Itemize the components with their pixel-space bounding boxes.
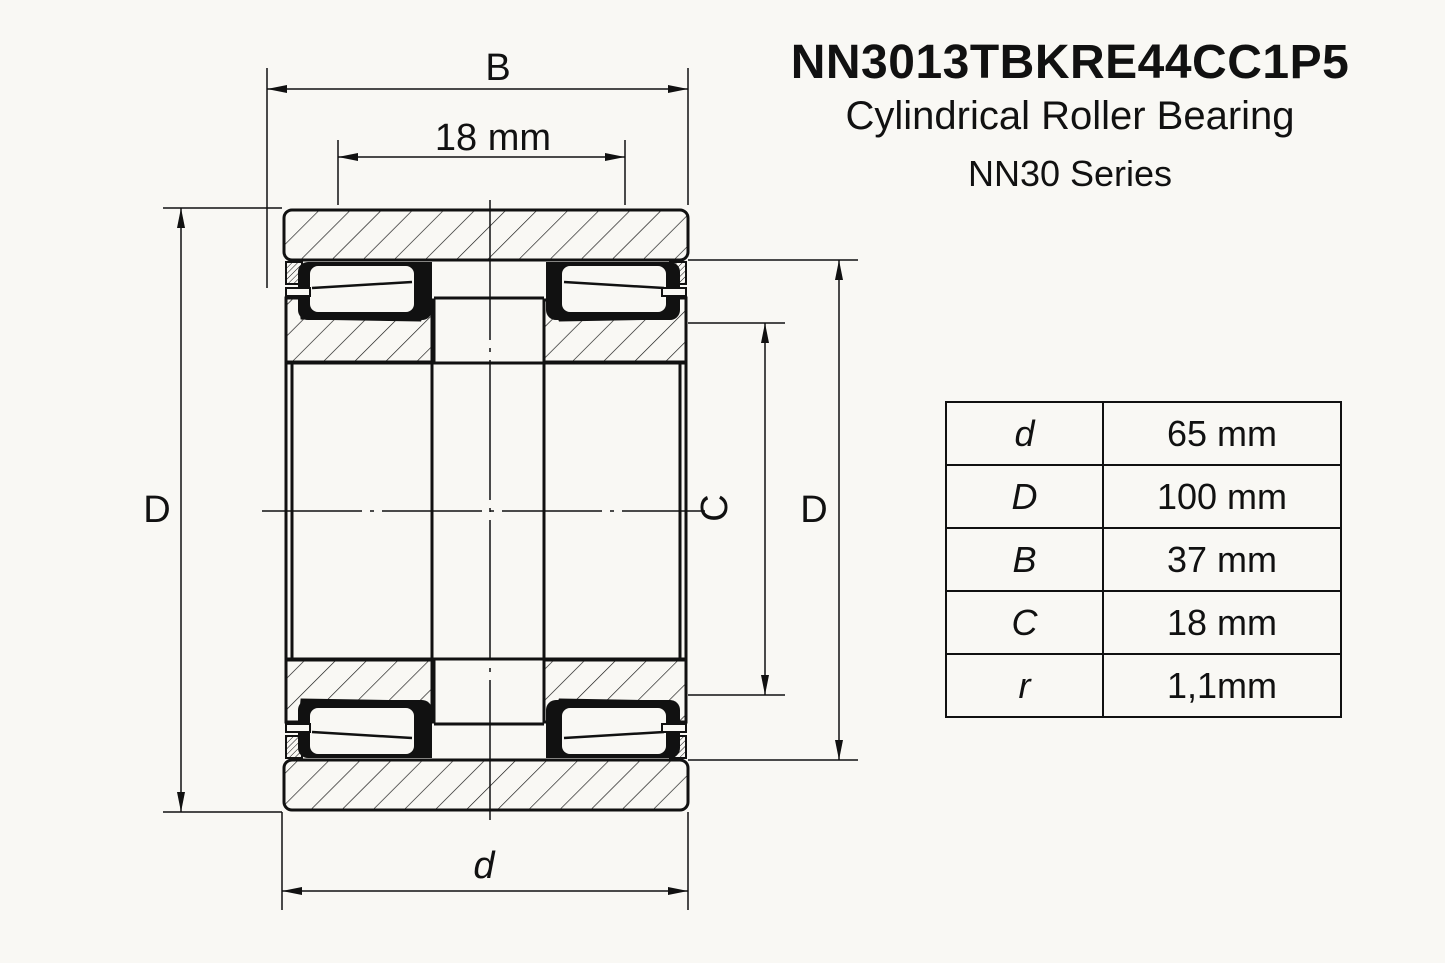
spec-value: 65 mm xyxy=(1102,401,1342,466)
spec-symbol: C xyxy=(945,590,1104,655)
dimension-D-right xyxy=(688,259,858,761)
table-row: d 65 mm xyxy=(945,401,1342,466)
dimension-d xyxy=(281,812,689,910)
table-row: r 1,1mm xyxy=(945,653,1342,718)
label-18mm: 18 mm xyxy=(435,117,551,159)
dimension-B xyxy=(266,68,689,288)
spec-value: 18 mm xyxy=(1102,590,1342,655)
bearing-series: NN30 Series xyxy=(967,153,1173,194)
roller-top-right xyxy=(546,262,680,320)
spec-table: d 65 mm D 100 mm B 37 mm C 18 mm r 1,1mm xyxy=(945,401,1342,718)
label-d: d xyxy=(473,845,496,887)
table-row: D 100 mm xyxy=(945,464,1342,529)
seal-elements xyxy=(285,261,687,759)
label-B: B xyxy=(485,47,510,89)
bearing-type: Cylindrical Roller Bearing xyxy=(845,94,1295,138)
outer-ring-bottom xyxy=(282,758,690,812)
dimension-D-left xyxy=(163,207,282,813)
title-block: NN3013TBKRE44CC1P5 Cylindrical Roller Be… xyxy=(700,34,1440,196)
spec-symbol: r xyxy=(945,653,1104,718)
dimension-C xyxy=(688,322,785,696)
label-D-left: D xyxy=(143,489,170,531)
outer-ring-top xyxy=(282,208,690,262)
dimension-18mm xyxy=(337,140,626,205)
spec-value: 37 mm xyxy=(1102,527,1342,592)
spec-symbol: B xyxy=(945,527,1104,592)
spec-value: 1,1mm xyxy=(1102,653,1342,718)
roller-bottom-left xyxy=(298,700,432,758)
part-number: NN3013TBKRE44CC1P5 xyxy=(790,36,1350,89)
spec-value: 100 mm xyxy=(1102,464,1342,529)
spec-symbol: d xyxy=(945,401,1104,466)
table-row: C 18 mm xyxy=(945,590,1342,655)
table-row: B 37 mm xyxy=(945,527,1342,592)
label-D-right: D xyxy=(800,489,827,531)
roller-top-left xyxy=(298,262,432,320)
spec-symbol: D xyxy=(945,464,1104,529)
label-C: C xyxy=(694,494,736,521)
roller-bottom-right xyxy=(546,700,680,758)
centerlines xyxy=(262,200,705,820)
